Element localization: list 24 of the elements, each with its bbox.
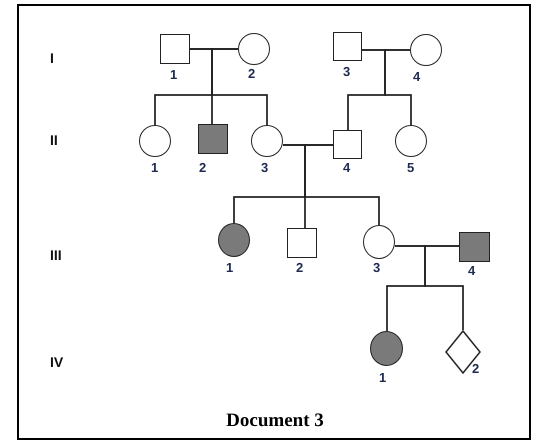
individual-number: 1	[379, 371, 386, 385]
individual-number: 2	[296, 261, 304, 275]
individual-number: 1	[151, 161, 158, 175]
individual-number: 2	[248, 67, 256, 81]
individual-number: 1	[170, 68, 178, 82]
generation-label: III	[50, 247, 62, 263]
individual-number: 5	[407, 161, 414, 175]
individual-number: 1	[226, 261, 234, 275]
pedigree-line	[304, 144, 380, 225]
generation-label: II	[50, 132, 58, 148]
individual-number: 3	[343, 65, 350, 79]
individual-number: 4	[343, 161, 350, 175]
individual-number: 3	[373, 261, 380, 275]
individual-number: 2	[199, 161, 206, 175]
individual-number: 4	[413, 70, 420, 84]
individual-number: 4	[468, 264, 476, 278]
pedigree-line	[211, 48, 268, 125]
pedigree-line	[424, 245, 464, 330]
generation-label: IV	[50, 354, 64, 370]
pedigree-line	[384, 49, 412, 125]
individual-number: 2	[472, 362, 480, 376]
generation-label: I	[50, 50, 54, 66]
individual-number: 3	[261, 161, 268, 175]
caption: Document 3	[226, 410, 324, 431]
